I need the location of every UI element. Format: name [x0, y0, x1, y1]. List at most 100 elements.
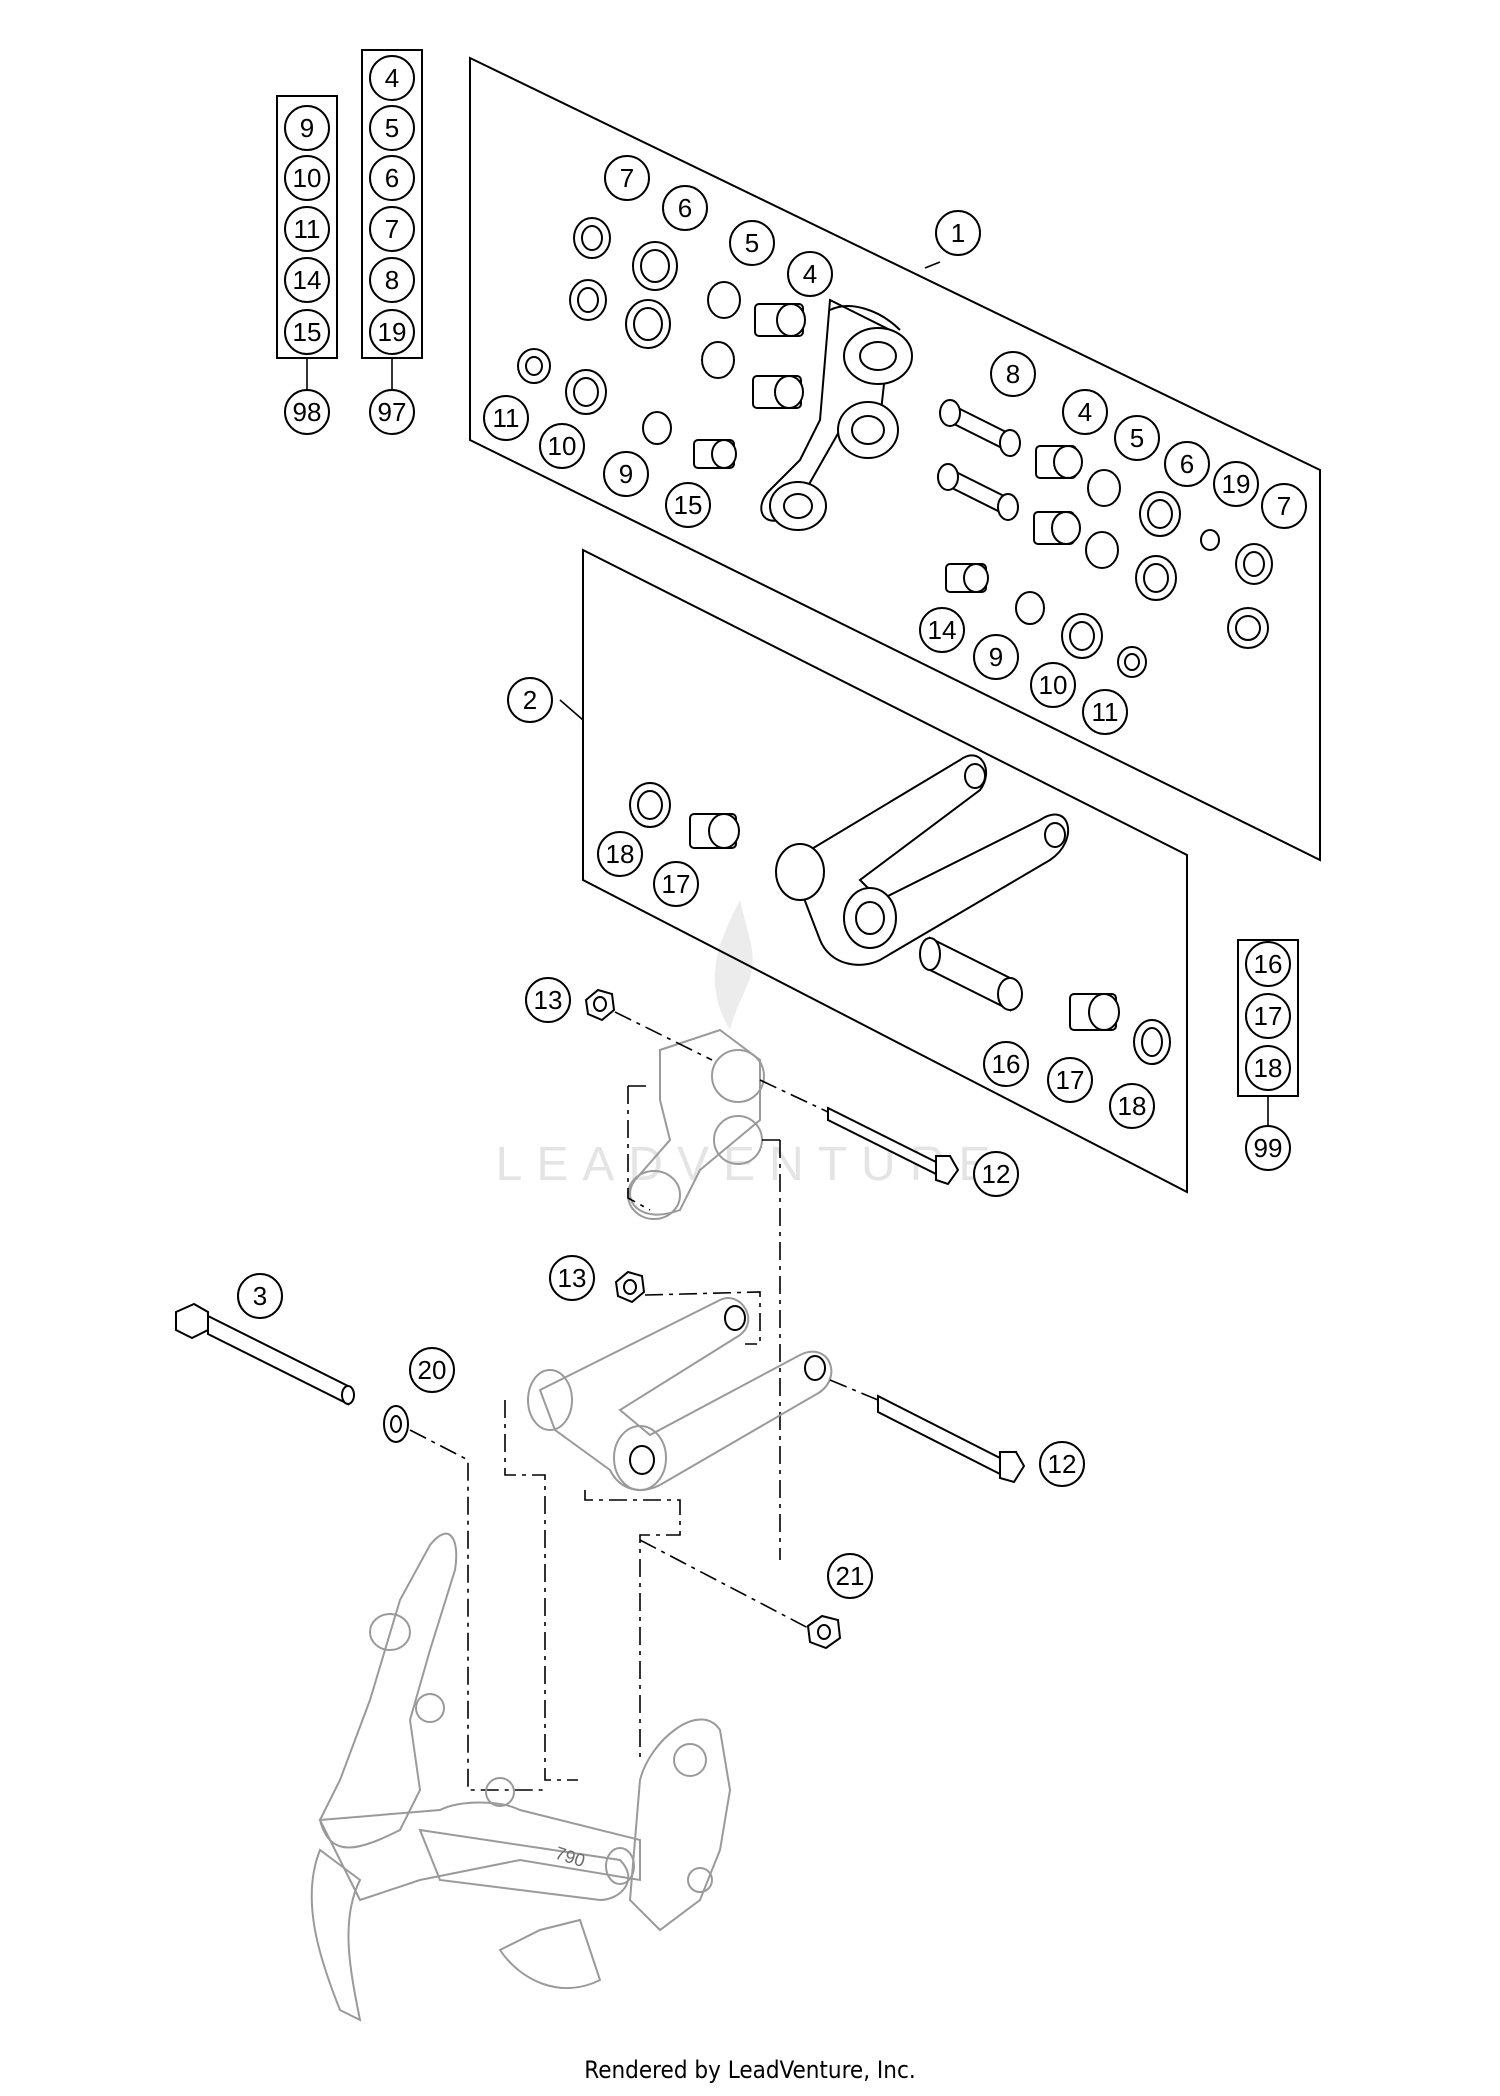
callout-8: 8 [369, 257, 415, 303]
pull-rod-assembled [627, 1028, 765, 1220]
callout-1: 1 [935, 210, 981, 256]
callout-15-left: 15 [665, 482, 711, 528]
callout-19: 19 [369, 309, 415, 355]
svg-text:19: 19 [378, 317, 407, 347]
callout-13-lower: 13 [549, 1255, 595, 1301]
callout-17: 17 [1245, 993, 1291, 1039]
callout-21: 21 [827, 1553, 873, 1599]
svg-text:19: 19 [1222, 469, 1251, 499]
bearing-right-2 [1227, 607, 1269, 649]
group-98-box [276, 95, 338, 392]
callout-98: 98 [284, 389, 330, 435]
callout-7-right: 7 [1261, 483, 1307, 529]
assembly: 790 [175, 988, 1026, 2022]
callout-18-right: 18 [1109, 1083, 1155, 1129]
callout-4-right: 4 [1062, 389, 1108, 435]
callout-11: 11 [284, 206, 330, 252]
kit-2-parts [629, 754, 1171, 1065]
callout-4-left: 4 [787, 251, 833, 297]
svg-text:1: 1 [951, 218, 965, 248]
svg-text:13: 13 [558, 1263, 587, 1293]
svg-text:9: 9 [619, 459, 633, 489]
sleeve-8-lower [937, 463, 1019, 521]
bolt-3 [175, 1302, 355, 1406]
ring-19 [1200, 529, 1220, 551]
svg-text:11: 11 [493, 403, 520, 433]
group-97: 4 5 6 7 8 19 97 [369, 55, 415, 435]
svg-text:18: 18 [1254, 1053, 1283, 1083]
callout-5-right: 5 [1114, 415, 1160, 461]
svg-text:7: 7 [620, 163, 634, 193]
callout-10-left: 10 [539, 423, 585, 469]
callout-6: 6 [369, 155, 415, 201]
washer-9-right [1015, 591, 1045, 625]
callout-2: 2 [507, 677, 553, 723]
svg-text:21: 21 [836, 1561, 865, 1591]
bushing-15-left [693, 439, 737, 469]
svg-text:13: 13 [534, 985, 563, 1015]
group-97-box [361, 49, 423, 392]
link-arm-assembled [527, 1297, 833, 1491]
callout-18: 18 [1245, 1045, 1291, 1091]
seal-right-2 [1135, 555, 1177, 601]
seal-10-right [1061, 613, 1103, 659]
washer-right-2 [1085, 531, 1119, 569]
callout-18-left: 18 [597, 831, 643, 877]
frame-section: 790 [310, 1532, 732, 2022]
watermark-text: LEADVENTURE [496, 1138, 1005, 1191]
watermark: LEADVENTURE [496, 900, 1005, 1191]
svg-text:4: 4 [385, 63, 399, 93]
sleeve-4-right [1035, 445, 1083, 479]
group-99: 16 17 18 99 [1245, 941, 1291, 1171]
nut-13-lower [614, 1270, 646, 1304]
svg-text:20: 20 [418, 1355, 447, 1385]
svg-text:5: 5 [745, 228, 759, 258]
seal-left-2 [625, 299, 671, 349]
svg-text:15: 15 [674, 490, 703, 520]
callout-7: 7 [369, 206, 415, 252]
seal-18-right [1133, 1019, 1171, 1065]
washer-9-left [642, 411, 672, 445]
callout-9: 9 [284, 105, 330, 151]
kit-2-box [559, 548, 1188, 1194]
svg-text:8: 8 [385, 265, 399, 295]
svg-text:6: 6 [385, 163, 399, 193]
svg-text:5: 5 [1130, 423, 1144, 453]
seal-10-left [565, 369, 607, 415]
callout-99: 99 [1245, 1125, 1291, 1171]
callout-9-left: 9 [603, 451, 649, 497]
group-98: 9 10 11 14 15 98 [284, 105, 330, 435]
callout-17-left: 17 [653, 861, 699, 907]
callout-20: 20 [409, 1347, 455, 1393]
kit-1-box [469, 56, 1321, 862]
svg-text:11: 11 [1092, 697, 1119, 727]
sleeve-right-2 [1033, 511, 1081, 545]
svg-text:97: 97 [378, 397, 407, 427]
svg-text:14: 14 [293, 265, 322, 295]
callout-7-left: 7 [604, 155, 650, 201]
callout-11-right: 11 [1082, 689, 1128, 735]
svg-text:11: 11 [294, 214, 321, 244]
svg-text:99: 99 [1254, 1133, 1283, 1163]
svg-text:18: 18 [1118, 1091, 1147, 1121]
svg-text:14: 14 [928, 615, 957, 645]
link-arm-kit [775, 754, 1069, 966]
bolt-12-top [827, 1106, 960, 1186]
callout-8-right: 8 [990, 351, 1036, 397]
group-99-box [1237, 939, 1299, 1128]
callout-3: 3 [237, 1273, 283, 1319]
callout-6-left: 6 [662, 185, 708, 231]
svg-text:15: 15 [293, 317, 322, 347]
bushing-17-left [689, 813, 740, 849]
bearing-7-left [573, 217, 611, 259]
part-callouts: 1 2 3 7 6 5 4 11 10 9 15 8 4 5 6 19 7 14… [237, 155, 1307, 1599]
svg-text:4: 4 [1078, 397, 1092, 427]
callout-5: 5 [369, 105, 415, 151]
svg-text:17: 17 [1254, 1001, 1283, 1031]
svg-text:4: 4 [803, 259, 817, 289]
seal-18-left [629, 782, 671, 828]
svg-text:7: 7 [385, 214, 399, 244]
svg-text:9: 9 [300, 113, 314, 143]
callout-6-right: 6 [1164, 441, 1210, 487]
svg-text:16: 16 [1254, 949, 1283, 979]
